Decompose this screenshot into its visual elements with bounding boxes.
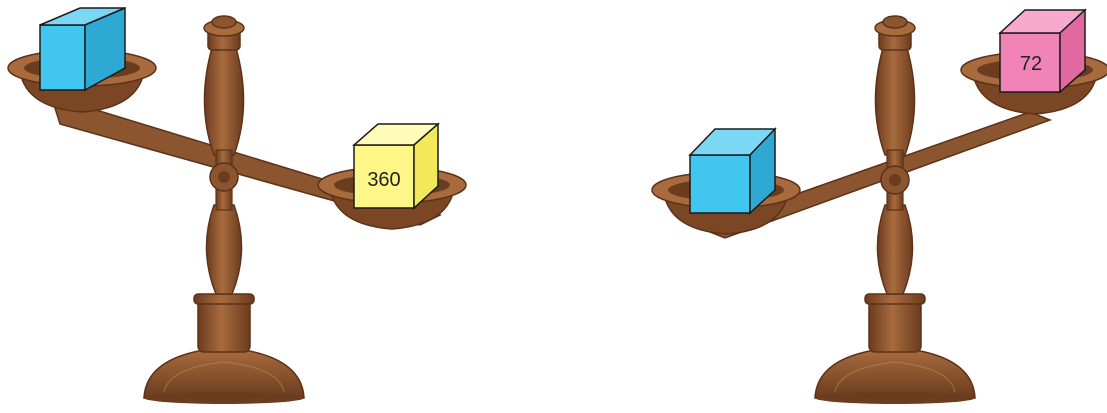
left-scale-yellow-cube: 360 xyxy=(354,124,438,208)
scale-right: 72 xyxy=(652,10,1107,404)
scale-left: 360 xyxy=(8,8,466,404)
right-scale-pink-cube: 72 xyxy=(1000,10,1085,92)
pink-cube-label: 72 xyxy=(1020,53,1042,75)
right-scale-blue-cube xyxy=(690,129,775,213)
yellow-cube-label: 360 xyxy=(367,169,400,191)
